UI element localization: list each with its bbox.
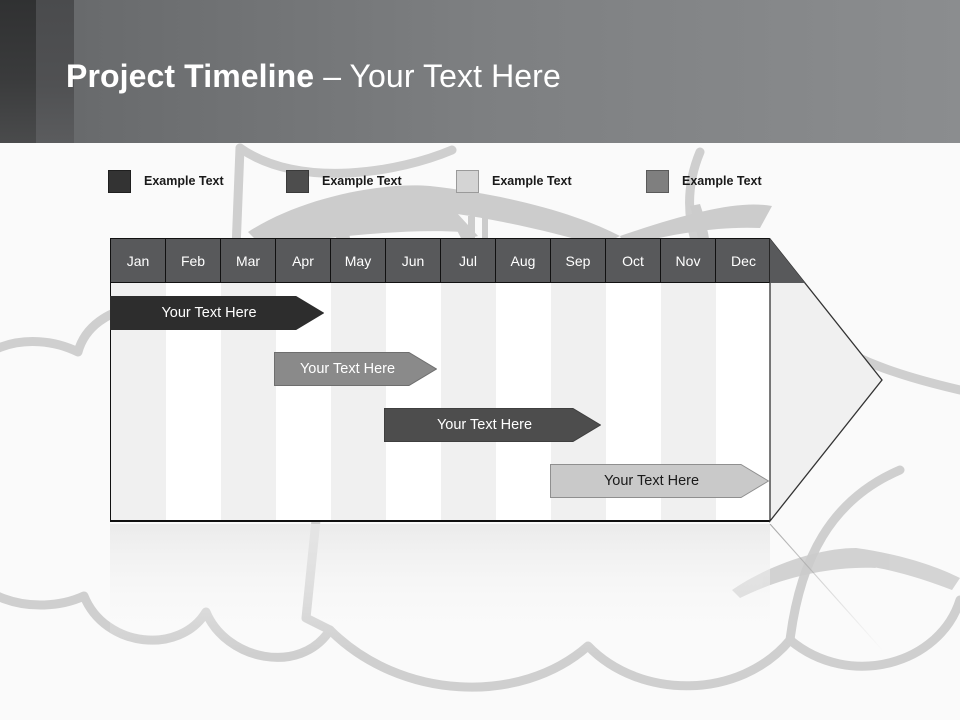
task-bar-3[interactable]: Your Text Here [384,408,601,442]
month-header-dec: Dec [731,252,756,269]
legend: Example Text Example Text Example Text Exam… [108,168,808,194]
legend-item-4[interactable]: Example Text [646,168,762,194]
legend-swatch-icon-4 [646,169,669,193]
month-header-may: May [331,239,386,282]
page-title-bold: Project Timeline [66,58,315,94]
legend-label-4: Example Text [682,174,762,188]
timeline-arrow-head [769,238,883,523]
legend-label-2: Example Text [322,174,402,188]
legend-swatch-icon-2 [286,169,309,193]
month-header-aug: Aug [496,239,551,282]
legend-item-3[interactable]: Example Text [456,168,572,194]
month-header-nov: Nov [661,239,716,282]
grid-column-aug [496,283,551,520]
month-header-jan: Jan [111,239,166,282]
task-bar-shape-4 [550,464,769,498]
page-title-separator: – [314,58,350,94]
legend-label-3: Example Text [492,174,572,188]
month-header-jul: Jul [441,239,496,282]
page-title-light: Your Text Here [349,58,561,94]
chart-reflection [110,524,885,654]
month-header-oct: Oct [606,239,661,282]
task-bar-label-4: Your Text Here [603,473,700,489]
grid-column-jul [441,283,496,520]
header-accent-band-dark [0,0,36,143]
task-bar-2[interactable]: Your Text Here [274,352,437,386]
task-bar-label-2: Your Text Here [299,361,396,377]
legend-label-1: Example Text [144,174,224,188]
legend-item-2[interactable]: Example Text [286,168,402,194]
month-header-apr: Apr [276,239,331,282]
legend-swatch-icon-1 [108,169,131,193]
month-header-jun: Jun [386,239,441,282]
slide-header: Project Timeline – Your Text Here [0,0,960,143]
task-bar-shape-1 [110,296,324,330]
legend-swatch-icon-3 [456,169,479,193]
task-bar-4[interactable]: Your Text Here [550,464,769,498]
month-header-feb: Feb [166,239,221,282]
grid-column-may [331,283,386,520]
grid-column-jun [386,283,441,520]
month-header-mar: Mar [221,239,276,282]
task-bar-shape-3 [384,408,601,442]
task-bar-label-3: Your Text Here [436,417,533,433]
header-accent-band-mid [36,0,74,143]
task-bar-shape-2 [274,352,437,386]
task-bar-label-1: Your Text Here [161,305,257,321]
task-bar-1[interactable]: Your Text Here [110,296,324,330]
legend-item-1[interactable]: Example Text [108,168,224,194]
page-title: Project Timeline – Your Text Here [66,58,561,95]
month-header-sep: Sep [551,239,606,282]
